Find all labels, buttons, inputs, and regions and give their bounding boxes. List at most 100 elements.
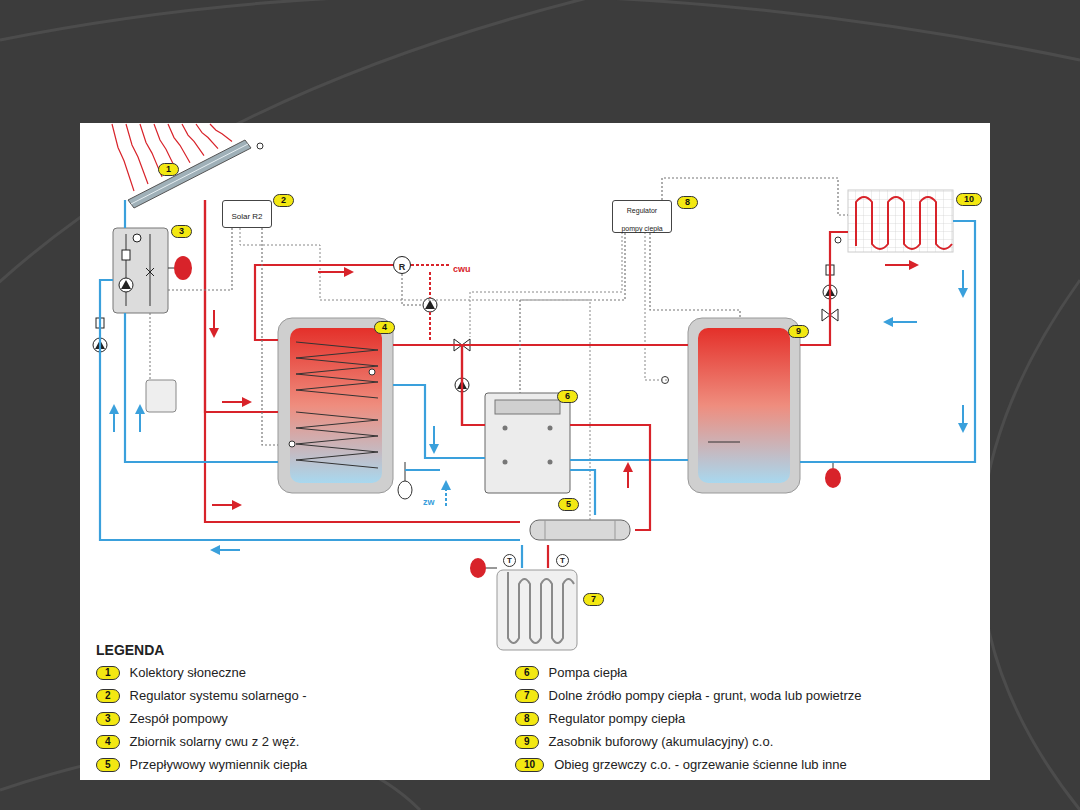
- flow-arrow: [212, 549, 240, 551]
- hot-water-line: [429, 272, 431, 298]
- solar-tank: [278, 318, 393, 493]
- callout-number: 6: [557, 390, 578, 403]
- legend-number: 5: [96, 758, 120, 772]
- flow-arrow: [885, 264, 917, 266]
- flow-arrow: [213, 310, 215, 336]
- callout: 6: [557, 385, 578, 403]
- flow-arrow: [318, 271, 352, 273]
- callout-number: 4: [374, 321, 395, 334]
- thermometer-label: T: [503, 554, 516, 567]
- callout: 1: [158, 158, 179, 176]
- flow-arrow: [139, 406, 141, 432]
- legend-text: Dolne źródło pompy ciepła - grunt, woda …: [549, 688, 862, 703]
- pump-group-housing: [121, 280, 131, 289]
- flow-arrow: [627, 464, 629, 488]
- heat-pump: [548, 426, 553, 431]
- legend-title: LEGENDA: [96, 641, 164, 659]
- callout: 8: [677, 191, 698, 209]
- callout-number: 2: [273, 194, 294, 207]
- legend-text: Zespół pompowy: [130, 711, 228, 726]
- legend-text: Regulator systemu solarnego -: [130, 688, 307, 703]
- control-wire: [240, 228, 669, 520]
- pump-group-housing: [150, 313, 151, 380]
- callout-number: 9: [788, 325, 809, 338]
- node-text: R: [399, 262, 406, 272]
- expansion-vessel: [825, 468, 841, 488]
- pipe: [255, 265, 393, 340]
- node-label: Solar R2: [231, 205, 262, 223]
- sun-rays: [182, 124, 204, 156]
- legend-number: 4: [96, 735, 120, 749]
- solar-tank: [289, 441, 295, 447]
- legend-text: Kolektory słoneczne: [130, 665, 246, 680]
- hot-water-line: [429, 312, 431, 340]
- ground-loop: [470, 558, 577, 650]
- sun-rays: [112, 124, 134, 191]
- legend-number: 1: [96, 666, 120, 680]
- heat-exchanger: [545, 520, 546, 540]
- control-wire: [240, 228, 590, 520]
- pipe: [205, 200, 520, 522]
- flow-arrow: [222, 401, 250, 403]
- sun-rays: [126, 124, 148, 184]
- heat-exchanger: [615, 520, 616, 540]
- hot-water-label: cwu: [452, 258, 472, 276]
- legend-title: LEGENDA: [96, 642, 164, 658]
- legend-item: 1 Kolektory słoneczne: [96, 665, 246, 680]
- pipe: [462, 345, 688, 425]
- legend-item: 3Zespół pompowy: [96, 711, 228, 726]
- pipe: [124, 200, 126, 228]
- solar-tank: [278, 318, 393, 493]
- legend-text: Przepływowy wymiennik ciepła: [130, 757, 308, 772]
- heat-pump: 6: [485, 393, 570, 493]
- cold-water-inlet: [445, 482, 447, 506]
- expansion-vessel: [405, 462, 406, 481]
- heat-exchanger: 5: [520, 515, 635, 545]
- flow-arrow: [433, 426, 435, 452]
- solar-tank: 4: [278, 318, 393, 493]
- callout: 2: [273, 189, 294, 207]
- flow-arrow: [962, 270, 964, 296]
- hot-water-label: cwu: [452, 264, 472, 274]
- buffer-tank: [708, 442, 740, 443]
- pump-symbol: [425, 300, 435, 309]
- solar-tank: [296, 412, 378, 468]
- callout-number: 7: [583, 593, 604, 606]
- pump-group-housing: [133, 234, 141, 242]
- callout: 9: [788, 320, 809, 338]
- node-label: R: [399, 256, 406, 274]
- callout-number: 1: [158, 163, 179, 176]
- cold-water-label: zw: [422, 491, 436, 509]
- control-wire: [662, 178, 848, 215]
- legend-number: 9: [515, 735, 539, 749]
- legend-item: 5 Przepływowy wymiennik ciepła: [96, 757, 307, 772]
- pipe: [570, 459, 688, 461]
- pipe: [547, 545, 549, 568]
- ground-loop: [486, 568, 497, 569]
- pump-group: 3: [113, 228, 168, 313]
- collector-panel: [131, 144, 248, 204]
- expansion-vessel: [398, 462, 841, 499]
- ground-loop: [508, 572, 574, 643]
- pump-group-housing: [150, 234, 151, 306]
- thermometer-label: T: [503, 549, 516, 567]
- solar-controller: 2Solar R2: [222, 200, 272, 228]
- buffer-tank: [698, 328, 790, 483]
- pipe: [570, 425, 650, 530]
- pump-group-housing: [174, 256, 192, 280]
- heat-exchanger: [530, 520, 630, 540]
- pipe: [521, 545, 523, 568]
- node-text: Solar R2: [231, 212, 262, 221]
- solar-tank: [296, 342, 378, 398]
- wall-heating: [835, 237, 841, 243]
- legend-item: 8Regulator pompy ciepła: [515, 711, 685, 726]
- expansion-vessel: [398, 481, 412, 499]
- thermometer-label: T: [556, 554, 569, 567]
- pipe: [100, 280, 520, 540]
- callout-number: 10: [956, 193, 982, 206]
- pipe: [393, 385, 485, 458]
- legend-item: 7Dolne źródło pompy ciepła - grunt, woda…: [515, 688, 861, 703]
